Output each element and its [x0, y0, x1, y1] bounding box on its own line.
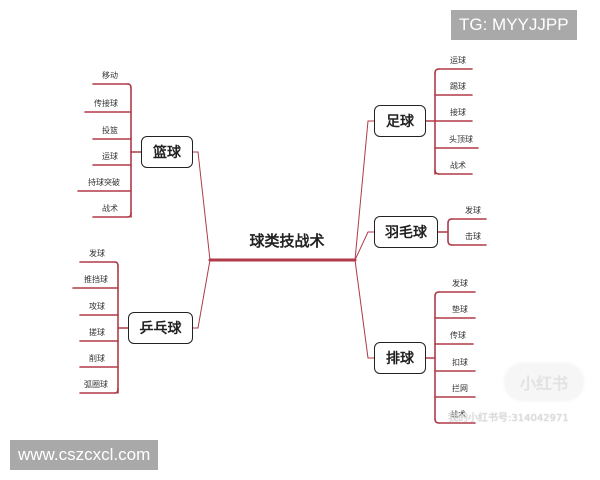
leaf-volleyball-1: 发球: [452, 279, 468, 288]
root-topic: 球类技战术: [249, 232, 325, 250]
xiaohongshu-logo-watermark: 小红书: [505, 364, 583, 400]
top-right-banner: TG: MYYJJPP: [451, 10, 577, 40]
leaf-pingpong-4: 搓球: [89, 328, 105, 337]
leaf-football-1: 运球: [450, 56, 466, 65]
leaf-pingpong-6: 弧圈球: [84, 380, 108, 389]
leaf-pingpong-5: 削球: [89, 354, 105, 363]
football-bracket: [425, 68, 479, 175]
link-basketball: [192, 151, 211, 261]
leaf-badminton-2: 击球: [465, 232, 481, 241]
link-pingpong: [192, 259, 211, 329]
basketball-bracket: [77, 83, 142, 218]
leaf-pingpong-1: 发球: [89, 249, 105, 258]
leaf-basketball-3: 投篮: [102, 126, 118, 135]
node-badminton[interactable]: 羽毛球: [374, 216, 438, 248]
link-football: [354, 120, 375, 261]
leaf-basketball-6: 战术: [102, 204, 118, 213]
leaf-badminton-1: 发球: [465, 206, 481, 215]
volleyball-bracket: [425, 291, 476, 424]
pingpong-bracket: [72, 261, 129, 394]
leaf-basketball-4: 运球: [102, 152, 118, 161]
leaf-basketball-5: 持球突破: [88, 178, 120, 187]
leaf-volleyball-5: 拦网: [452, 384, 468, 393]
badminton-bracket: [437, 218, 487, 246]
bottom-left-banner: www.cszcxcl.com: [10, 440, 159, 470]
leaf-volleyball-2: 垫球: [452, 305, 468, 314]
leaf-pingpong-2: 推挡球: [84, 275, 108, 284]
node-football[interactable]: 足球: [374, 105, 426, 137]
leaf-basketball-1: 移动: [102, 71, 118, 80]
leaf-football-4: 头顶球: [449, 135, 473, 144]
node-volleyball[interactable]: 排球: [374, 342, 426, 374]
leaf-volleyball-4: 扣球: [452, 358, 468, 367]
link-volleyball: [354, 259, 375, 359]
leaf-basketball-2: 传接球: [94, 99, 118, 108]
link-badminton: [354, 231, 375, 261]
leaf-volleyball-6: 战术: [450, 410, 466, 419]
leaf-football-5: 战术: [450, 161, 466, 170]
leaf-pingpong-3: 攻球: [89, 302, 105, 311]
leaf-volleyball-3: 传球: [450, 331, 466, 340]
node-pingpong[interactable]: 乒乓球: [128, 312, 193, 344]
leaf-football-2: 踢球: [450, 82, 466, 91]
account-watermark: 我的小红书号:314042971: [448, 413, 569, 424]
node-basketball[interactable]: 篮球: [141, 136, 193, 168]
leaf-football-3: 接球: [450, 108, 466, 117]
